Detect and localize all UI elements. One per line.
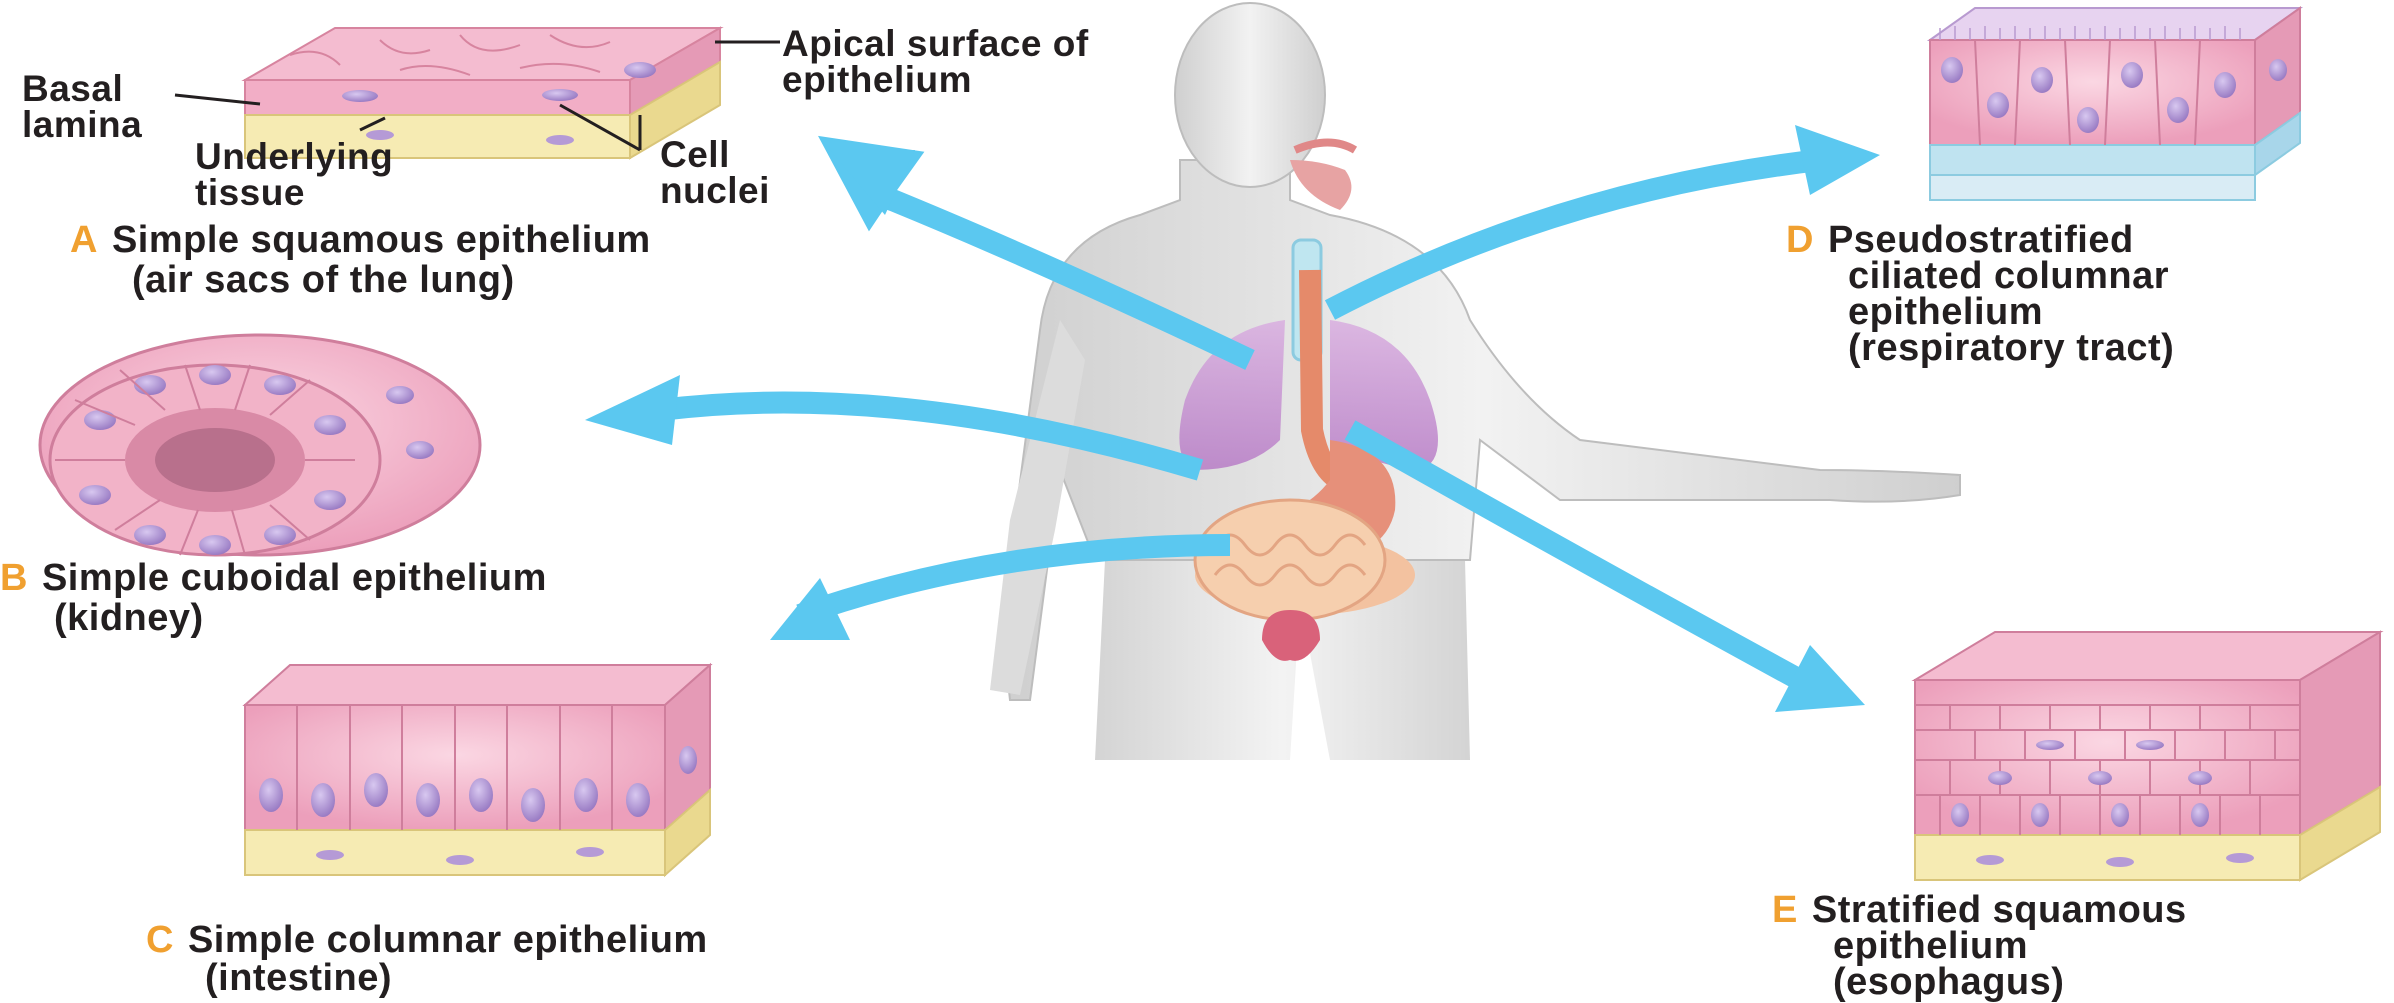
- label-nuclei-2: nuclei: [660, 172, 770, 209]
- caption-c-letter: C: [146, 919, 174, 961]
- columnar-epithelium-illustration: [245, 665, 710, 875]
- label-apical-1: Apical surface of: [782, 25, 1089, 62]
- arrowhead-b: [585, 375, 680, 445]
- caption-d-line-2: ciliated columnar: [1848, 258, 2169, 294]
- label-apical-2: epithelium: [782, 61, 972, 98]
- label-underlying-1: Underlying: [195, 138, 393, 175]
- caption-b-letter: B: [0, 557, 28, 599]
- label-nuclei-1: Cell: [660, 136, 730, 173]
- caption-a-title: Simple squamous epithelium: [112, 219, 651, 261]
- caption-d-letter: D: [1786, 219, 1814, 261]
- caption-e-line-2: epithelium: [1833, 928, 2028, 964]
- human-figure: [990, 3, 1960, 760]
- caption-a: A Simple squamous epithelium: [70, 222, 651, 258]
- arrowhead-d: [1795, 125, 1880, 195]
- stratified-squamous-illustration: [1915, 632, 2380, 880]
- caption-c-location: (intestine): [205, 960, 392, 996]
- caption-d-line-4: (respiratory tract): [1848, 330, 2174, 366]
- cuboidal-epithelium-illustration: [40, 335, 480, 555]
- caption-b-location: (kidney): [54, 600, 204, 636]
- caption-a-location: (air sacs of the lung): [132, 262, 515, 298]
- label-underlying-2: tissue: [195, 174, 305, 211]
- label-lamina: lamina: [22, 106, 142, 143]
- caption-b: B Simple cuboidal epithelium: [0, 560, 547, 596]
- caption-c-title: Simple columnar epithelium: [188, 919, 708, 961]
- caption-a-letter: A: [70, 219, 98, 261]
- caption-c: C Simple columnar epithelium: [146, 922, 708, 958]
- caption-e-letter: E: [1772, 889, 1798, 931]
- caption-b-title: Simple cuboidal epithelium: [42, 557, 547, 599]
- caption-d-line-3: epithelium: [1848, 294, 2043, 330]
- label-basal: Basal: [22, 70, 123, 107]
- caption-e-line-3: (esophagus): [1833, 964, 2064, 1000]
- pseudostratified-epithelium-illustration: [1930, 8, 2300, 200]
